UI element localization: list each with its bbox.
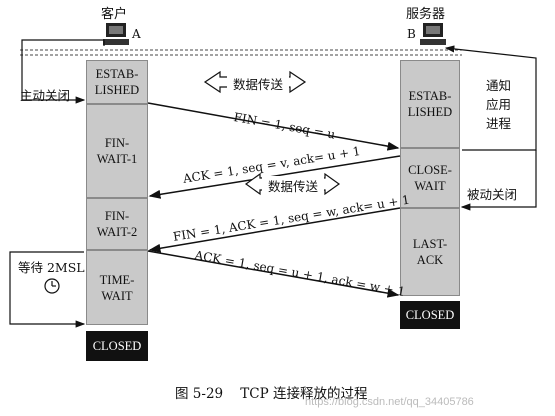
host-b-label: B [407, 27, 416, 41]
server-computer-icon [420, 22, 446, 46]
time-wait-bracket [9, 251, 86, 328]
data-transfer-label-1: 数据传送 [227, 74, 289, 92]
server-notify-label-2: 应用 [486, 97, 512, 112]
clock-icon [44, 278, 60, 294]
client-state-fin-wait-2: FIN-WAIT-2 [86, 198, 148, 250]
server-passive-close-bracket [460, 150, 537, 211]
client-active-close-label: 主动关闭 [20, 88, 71, 103]
host-a-label: A [132, 27, 141, 41]
client-label: 客户 [101, 7, 128, 22]
server-notify-label-1: 通知 [486, 78, 512, 93]
client-active-close-bracket [21, 39, 105, 104]
server-label: 服务器 [406, 7, 446, 22]
client-state-closed: CLOSED [86, 331, 148, 361]
server-notify-label-3: 进程 [486, 116, 512, 131]
client-state-established: ESTAB-LISHED [86, 60, 148, 104]
segment-arrow-final-ack [147, 250, 400, 298]
client-state-fin-wait-1: FIN-WAIT-1 [86, 104, 148, 198]
segment-arrow-fin-ack [148, 207, 401, 253]
client-computer-icon [103, 22, 129, 46]
server-state-established: ESTAB-LISHED [400, 60, 460, 148]
data-transfer-label-2: 数据传送 [262, 176, 324, 194]
server-state-closed: CLOSED [400, 301, 460, 329]
server-passive-close-label: 被动关闭 [467, 187, 518, 202]
segment-arrow-fin [147, 102, 400, 151]
watermark: https://blog.csdn.net/qq_34405786 [305, 396, 474, 408]
figure-caption: 图 5-29 TCP 连接释放的过程 [175, 386, 368, 402]
server-state-last-ack: LAST-ACK [400, 208, 460, 296]
wait-2msl-label: 等待 2MSL [18, 260, 85, 275]
server-notify-bracket [444, 45, 537, 151]
server-state-close-wait: CLOSE-WAIT [400, 148, 460, 208]
client-state-time-wait: TIME-WAIT [86, 250, 148, 325]
